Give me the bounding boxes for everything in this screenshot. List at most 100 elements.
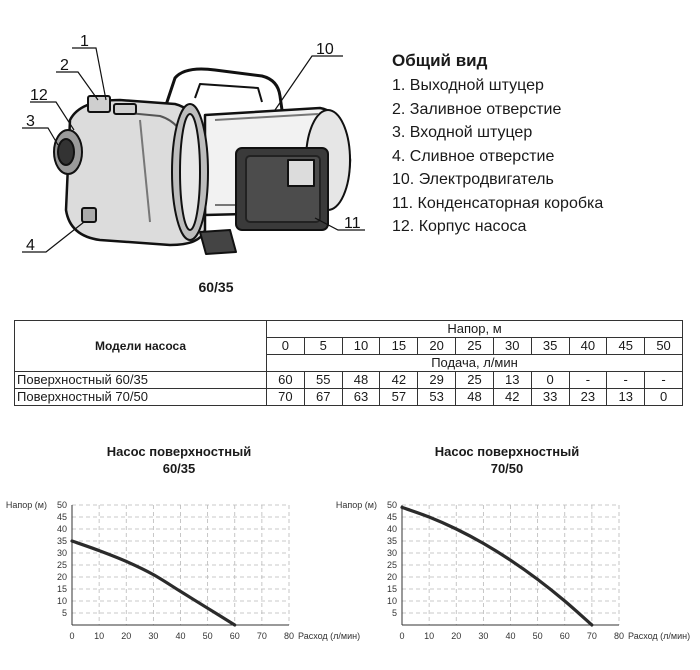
flow-value-cell: - [568,371,608,389]
handle [163,67,284,111]
flow-value-cell: 53 [417,388,457,406]
y-tick-label: 50 [387,500,397,510]
flow-value-cell: - [644,371,683,389]
x-tick-label: 50 [203,631,213,641]
y-tick-label: 35 [387,536,397,546]
pump-illustration: 1 2 12 3 4 10 11 [22,33,365,255]
flow-value-cell: 29 [417,371,457,389]
flow-value-cell: 42 [492,388,532,406]
y-tick-label: 20 [57,572,67,582]
drain-port [81,207,97,223]
head-value-cell: 30 [492,337,532,355]
series-line-0 [70,539,237,627]
y-tick-label: 20 [387,572,397,582]
y-tick-label: 25 [387,560,397,570]
callout-11: 11 [344,215,361,232]
row-name: Поверхностный 60/35 [14,371,267,389]
flow-value-cell: 60 [266,371,305,389]
flow-value-cell: - [606,371,646,389]
head-value-cell: 0 [266,337,305,355]
callout-1: 1 [80,33,89,50]
chart-title-2: Насос поверхностный 70/50 [397,443,617,477]
flow-header: Подача, л/мин [266,354,683,372]
flow-value-cell: 67 [303,388,343,406]
callout-12: 12 [30,87,48,104]
flow-value-cell: 70 [266,388,305,406]
flow-value-cell: 48 [341,371,381,389]
flow-value-cell: 23 [568,388,608,406]
y-tick-label: 45 [57,512,67,522]
y-tick-label: 10 [387,596,397,606]
flow-value-cell: 33 [530,388,570,406]
callout-4: 4 [26,237,35,254]
head-value-cell: 50 [644,337,683,355]
head-value-cell: 20 [417,337,457,355]
y-tick-label: 45 [387,512,397,522]
models-header: Модели насоса [14,320,267,372]
y-tick-label: 30 [387,548,397,558]
x-tick-label: 80 [614,631,624,641]
chart-title-line: Насос поверхностный [106,444,252,459]
legend-item: 4. Сливное отверстие [392,147,555,165]
legend-item: 1. Выходной штуцер [392,77,544,94]
x-axis-label: Расход (л/мин) [298,631,360,641]
x-tick-label: 30 [478,631,488,641]
x-tick-label: 40 [175,631,185,641]
legend-item: 2. Заливное отверстие [392,100,562,118]
flow-value-cell: 0 [644,388,683,406]
head-value-cell: 35 [530,337,570,355]
flow-value-cell: 25 [455,371,494,389]
y-tick-label: 35 [57,536,67,546]
x-tick-label: 10 [424,631,434,641]
y-tick-label: 40 [57,524,67,534]
head-value-cell: 10 [341,337,381,355]
chart-subtitle: 70/50 [490,461,524,476]
y-axis-label: Напор (м) [6,500,47,510]
y-axis-label: Напор (м) [336,500,377,510]
legend-item: 3. Входной штуцер [392,124,533,141]
row-name: Поверхностный 70/50 [14,388,267,406]
y-tick-label: 25 [57,560,67,570]
head-header: Напор, м [266,320,683,338]
x-tick-label: 20 [121,631,131,641]
y-tick-label: 10 [57,596,67,606]
y-tick-label: 40 [387,524,397,534]
y-tick-label: 5 [62,608,67,618]
y-tick-label: 50 [57,500,67,510]
head-value-cell: 15 [379,337,419,355]
chart-subtitle: 60/35 [162,461,196,476]
legend: Общий вид 1. Выходной штуцер 2. Заливное… [392,50,603,239]
x-tick-label: 60 [560,631,570,641]
legend-list: 1. Выходной штуцер 2. Заливное отверстие… [392,74,603,239]
y-tick-label: 15 [387,584,397,594]
series-line-0 [400,505,594,627]
head-value-cell: 45 [606,337,646,355]
flow-value-cell: 13 [606,388,646,406]
chart-title-line: Насос поверхностный [434,444,580,459]
legend-item: 11. Конденсаторная коробка [392,194,604,212]
outlet-port [87,95,111,113]
x-tick-label: 30 [148,631,158,641]
flow-value-cell: 48 [455,388,494,406]
y-tick-label: 5 [392,608,397,618]
x-tick-label: 70 [257,631,267,641]
model-caption: 60/35 [198,279,234,295]
legend-item: 12. Корпус насоса [392,218,527,235]
head-value-cell: 25 [455,337,494,355]
flow-value-cell: 13 [492,371,532,389]
flow-value-cell: 0 [530,371,570,389]
head-value-cell: 5 [303,337,343,355]
x-tick-label: 10 [94,631,104,641]
legend-title: Общий вид [392,51,488,70]
x-tick-label: 40 [505,631,515,641]
flow-value-cell: 63 [341,388,381,406]
callout-2: 2 [60,57,69,74]
x-tick-label: 0 [399,631,404,641]
y-tick-label: 15 [57,584,67,594]
chart-title-1: Насос поверхностный 60/35 [69,443,289,477]
